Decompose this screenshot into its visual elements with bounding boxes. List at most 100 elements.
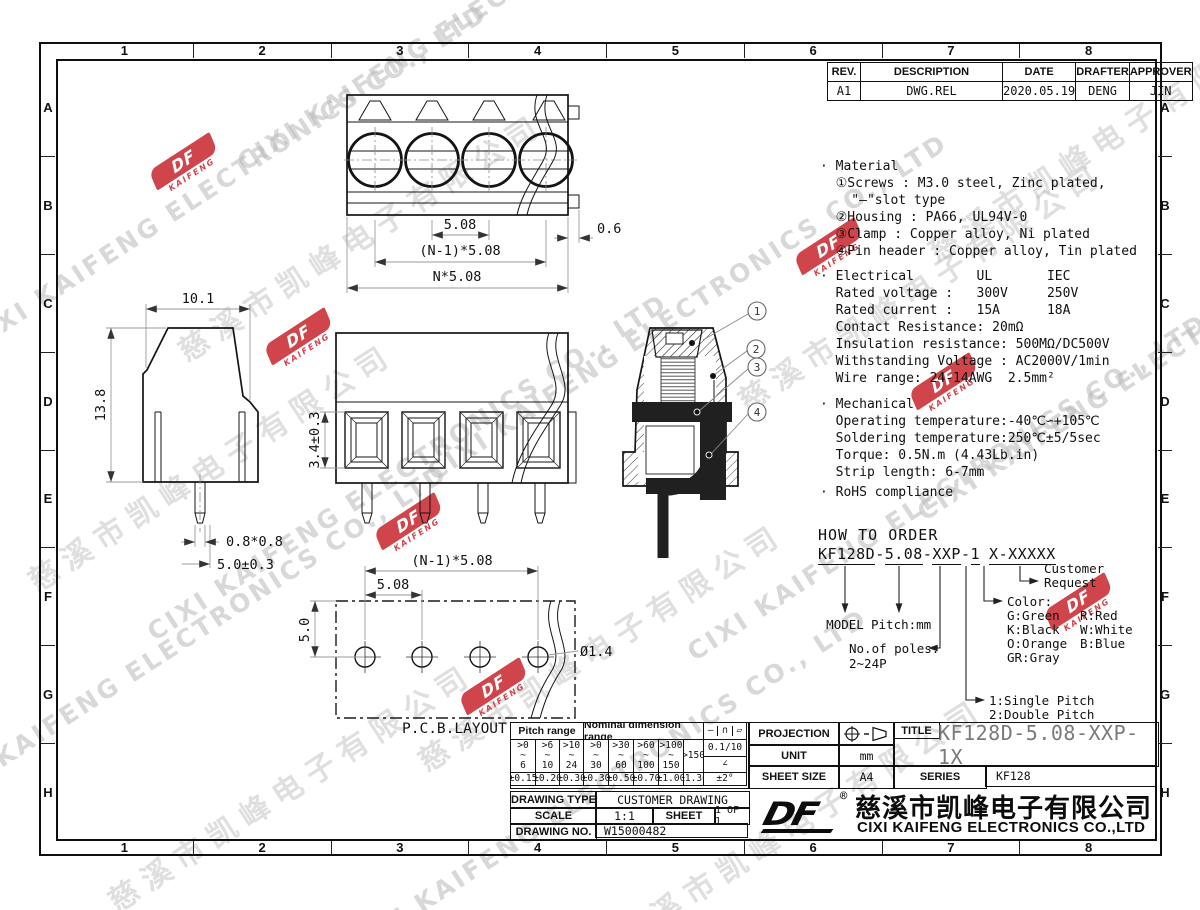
pin-tab — [567, 105, 580, 120]
zone-label: F — [41, 548, 55, 647]
zone-label: 1 — [56, 841, 194, 855]
pcb-layout-label: P.C.B.LAYOUT — [402, 721, 507, 737]
dim-opening: 3.4±0.3 — [307, 412, 323, 469]
pcb-dim-hole: Ø1.4 — [580, 644, 613, 660]
zone-label: D — [1158, 353, 1172, 451]
label-poles: No.of poles: — [849, 641, 940, 656]
first-angle-projection-icon — [843, 726, 887, 742]
dim-pitch: 5.08 — [444, 217, 477, 233]
zone-label: E — [1158, 451, 1172, 549]
mechanical-notes: · Mechanical Operating temperature:-40℃∽… — [820, 396, 1101, 481]
note-line: ②Housing : PA66, UL94V-0 — [820, 210, 1028, 225]
zone-label: G — [1158, 646, 1172, 745]
callout-1: 1 — [754, 305, 761, 318]
note-line: "—"slot type — [820, 193, 946, 208]
zone-label: B — [41, 157, 55, 255]
note-line: Rated current : 15A 18A — [820, 303, 1071, 318]
pcb-layout-view: (N-1)*5.08 5.08 5.0 Ø1.4 — [297, 553, 613, 719]
nominal-range: >0 ~ 30 — [584, 740, 609, 773]
nominal-range: >100 ~ 150 — [659, 740, 684, 773]
zone-label: 8 — [1085, 43, 1093, 58]
rev-cell: DWG.REL — [860, 81, 1003, 101]
title-area — [893, 722, 1159, 767]
pn-pitchtype: 1 — [970, 545, 981, 565]
pitch-range: >0 ~ 6 — [511, 740, 536, 773]
profile-symbol: ∩ — [718, 726, 733, 736]
flatness-symbol: ▱ — [736, 725, 743, 736]
note-line: ④Pin header : Copper alloy, Tin plated — [820, 244, 1137, 259]
dim-span: (N-1)*5.08 — [419, 243, 500, 259]
note-line: · Mechanical — [820, 397, 914, 412]
tolerance-value: ±0.15 — [511, 773, 536, 786]
rev-header: DESCRIPTION — [860, 62, 1003, 82]
zone-label: 5 — [607, 841, 745, 855]
callout-3: 3 — [754, 361, 761, 374]
rev-cell: A1 — [827, 81, 861, 101]
dim-total: N*5.08 — [433, 269, 482, 285]
zone-label: 7 — [883, 841, 1021, 855]
zone-label: D — [41, 353, 55, 451]
screw-heads — [344, 127, 577, 193]
unit-label: UNIT — [748, 744, 840, 767]
zone-label: 1 — [56, 44, 194, 58]
scale-value: 1:1 — [595, 807, 654, 825]
drawing-type-label: DRAWING TYPE — [510, 791, 597, 809]
scale-label: SCALE — [510, 807, 597, 825]
color-option: G:Green — [1007, 608, 1060, 623]
color-option: W:White — [1080, 622, 1133, 637]
zone-label: 2 — [194, 44, 332, 58]
rev-cell: JIN — [1128, 81, 1193, 101]
tolerance-value: ±1.00 — [659, 773, 684, 786]
how-to-order-title: HOW TO ORDER — [818, 526, 939, 544]
color-option: R:Red — [1080, 608, 1118, 623]
pn-poles: XXP — [932, 545, 961, 565]
electrical-notes: · Electrical UL IEC Rated voltage : 300V… — [820, 268, 1110, 387]
note-line: Torque: 0.5N.m (4.43Lb.in) — [820, 448, 1040, 463]
label-double-pitch: 2:Double Pitch — [989, 707, 1095, 722]
sheet-size-value: A4 — [838, 765, 895, 789]
material-notes: · Material ①Screws : M3.0 steel, Zinc pl… — [820, 158, 1137, 260]
side-view: 10.1 13.8 0.8*0.8 5.0±0.3 — [93, 291, 283, 573]
pin-header-section — [657, 427, 719, 558]
zone-label: 8 — [1085, 840, 1093, 855]
series-label: SERIES — [893, 765, 987, 789]
zone-label: C — [41, 255, 55, 353]
drawing-no-value: W15000482 — [595, 823, 748, 838]
rohs-note: · RoHS compliance — [820, 485, 954, 500]
pn-pitch: 5.08 — [884, 545, 923, 565]
pitch-range: >10 ~ 24 — [560, 740, 584, 773]
angle-tolerance: ±2° — [704, 773, 747, 786]
pin-tab — [567, 194, 580, 209]
unit-value: mm — [838, 744, 895, 767]
ratio-angle-cell: 0.1/10 ∠ — [704, 740, 747, 773]
callout-4: 4 — [754, 406, 761, 419]
section-view: 1 2 3 4 — [622, 301, 767, 558]
dim-width: 10.1 — [182, 291, 215, 307]
note-line: ③Clamp : Copper alloy, Ni plated — [820, 227, 1090, 242]
dim-height: 13.8 — [93, 389, 109, 422]
dim-tab: 0.6 — [597, 221, 621, 237]
pitch-range: >6 ~ 10 — [536, 740, 560, 773]
note-line: Wire range: 24-14AWG 2.5mm² — [820, 371, 1055, 386]
tolerance-symbols: — ∩ ▱ — [704, 723, 747, 740]
dim-pin: 0.8*0.8 — [226, 534, 283, 550]
company-name-en: CIXI KAIFENG ELECTRONICS CO.,LTD — [857, 819, 1146, 836]
zone-label: 2 — [194, 841, 332, 855]
wire-openings — [344, 411, 561, 469]
callout-2: 2 — [753, 343, 760, 356]
label-single-pitch: 1:Single Pitch — [989, 693, 1095, 708]
label-customer: Customer — [1044, 561, 1105, 576]
zone-label: F — [1158, 548, 1172, 647]
drawing-no-label: DRAWING NO. — [510, 823, 597, 840]
label-model: MODEL — [826, 617, 864, 632]
how-to-order-tree — [841, 566, 1039, 704]
projection-symbol — [838, 722, 895, 746]
dim-pin-length: 5.0±0.3 — [217, 557, 274, 573]
nominal-range: >30 ~ 60 — [609, 740, 634, 773]
series-value: KF128 — [985, 765, 1157, 787]
tolerance-value: ±0.30 — [584, 773, 609, 786]
